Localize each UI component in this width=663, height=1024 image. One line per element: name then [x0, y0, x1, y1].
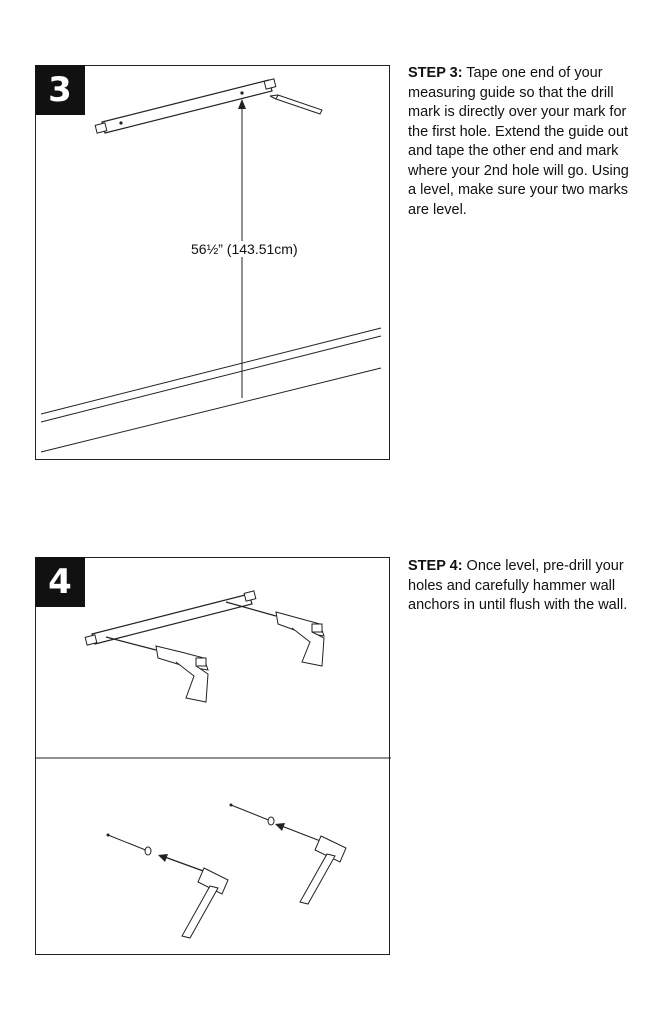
measurement-label: 56½” (143.51cm) [189, 241, 300, 257]
step4-body: Once level, pre-drill your holes and car… [408, 558, 628, 613]
drill-icon [225, 601, 325, 667]
step3-body: Tape one end of your measuring guide so … [408, 65, 629, 218]
step3-number-badge: 3 [35, 65, 85, 115]
direction-arrow [161, 855, 207, 873]
guide-strip [91, 593, 253, 645]
wall-anchor [230, 804, 272, 822]
wall-anchor [107, 834, 149, 852]
hammer-icon [299, 835, 347, 905]
step3-instructions: STEP 3: Tape one end of your measuring g… [408, 64, 633, 220]
step3-illustration [40, 78, 382, 453]
guide-hole-right [240, 91, 244, 95]
strip-tab-right [243, 590, 257, 602]
step4-illustration [36, 590, 391, 939]
measure-arrow [238, 99, 246, 109]
drill-icon [105, 636, 209, 703]
baseboard-top [40, 327, 382, 415]
step4-title: STEP 4: [408, 558, 463, 574]
step4-number-badge: 4 [35, 557, 85, 607]
baseboard-bottom [40, 335, 382, 423]
guide-tab-right [263, 78, 277, 90]
hammer-icon [181, 867, 229, 939]
direction-arrow [278, 824, 324, 843]
step3-panel: 3 56½” (143.51cm) [35, 65, 390, 460]
guide-tab-left [94, 122, 108, 134]
measuring-guide [101, 79, 273, 134]
floor-line [40, 367, 382, 453]
pencil-icon [269, 94, 323, 115]
step4-instructions: STEP 4: Once level, pre-drill your holes… [408, 557, 633, 616]
strip-tab-left [84, 634, 98, 646]
step3-title: STEP 3: [408, 65, 463, 81]
step4-panel: 4 [35, 557, 391, 955]
guide-hole-left [119, 121, 123, 125]
